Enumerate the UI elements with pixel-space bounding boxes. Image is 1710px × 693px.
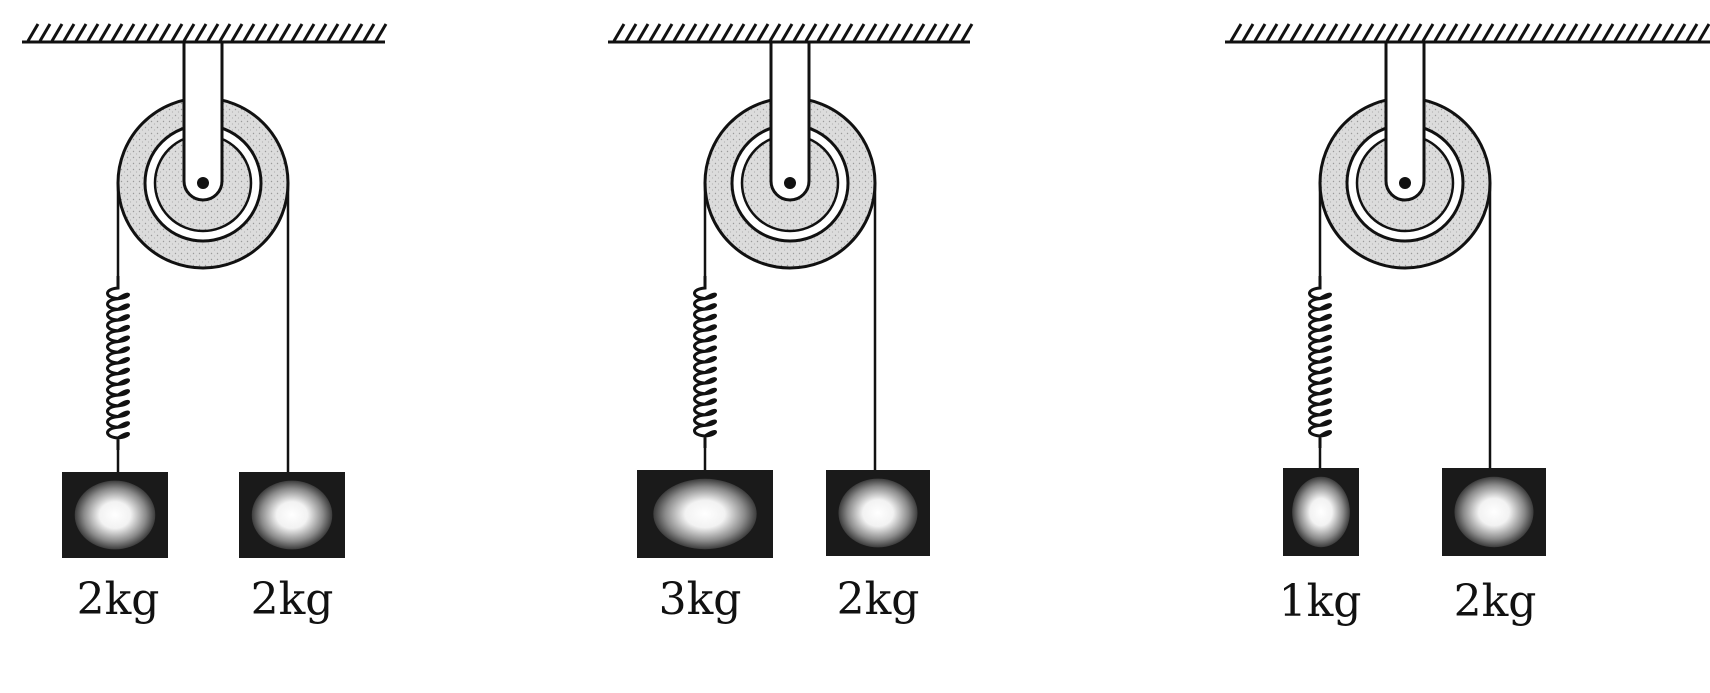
- right-block-highlight: [1454, 476, 1534, 548]
- pulley-axle: [1399, 177, 1411, 189]
- mass-label-left: 3kg: [658, 574, 742, 625]
- left-block-highlight: [653, 478, 757, 550]
- mass-label-left: 2kg: [76, 574, 160, 625]
- pulley-axle: [784, 177, 796, 189]
- pulley-bracket: [182, 40, 224, 202]
- spring: [106, 276, 130, 450]
- pulley-bracket: [1384, 40, 1426, 202]
- ceiling-hatch: [26, 23, 388, 42]
- spring: [693, 276, 717, 448]
- right-block-highlight: [251, 480, 333, 550]
- setup-3: [1225, 23, 1710, 556]
- ceiling-hatch: [612, 23, 974, 42]
- mass-label-right: 2kg: [250, 574, 334, 625]
- pulley-bracket: [769, 40, 811, 202]
- pulley-axle: [197, 177, 209, 189]
- mass-label-right: 2kg: [836, 574, 920, 625]
- mass-label-right: 2kg: [1453, 576, 1537, 627]
- left-block-highlight: [74, 480, 156, 550]
- setup-2: [608, 23, 974, 558]
- left-block-highlight: [1292, 476, 1350, 548]
- mass-label-left: 1kg: [1278, 576, 1362, 627]
- ceiling-hatch: [1229, 23, 1710, 42]
- setup-1: [22, 23, 388, 558]
- spring: [1308, 276, 1332, 448]
- right-block-highlight: [838, 478, 918, 548]
